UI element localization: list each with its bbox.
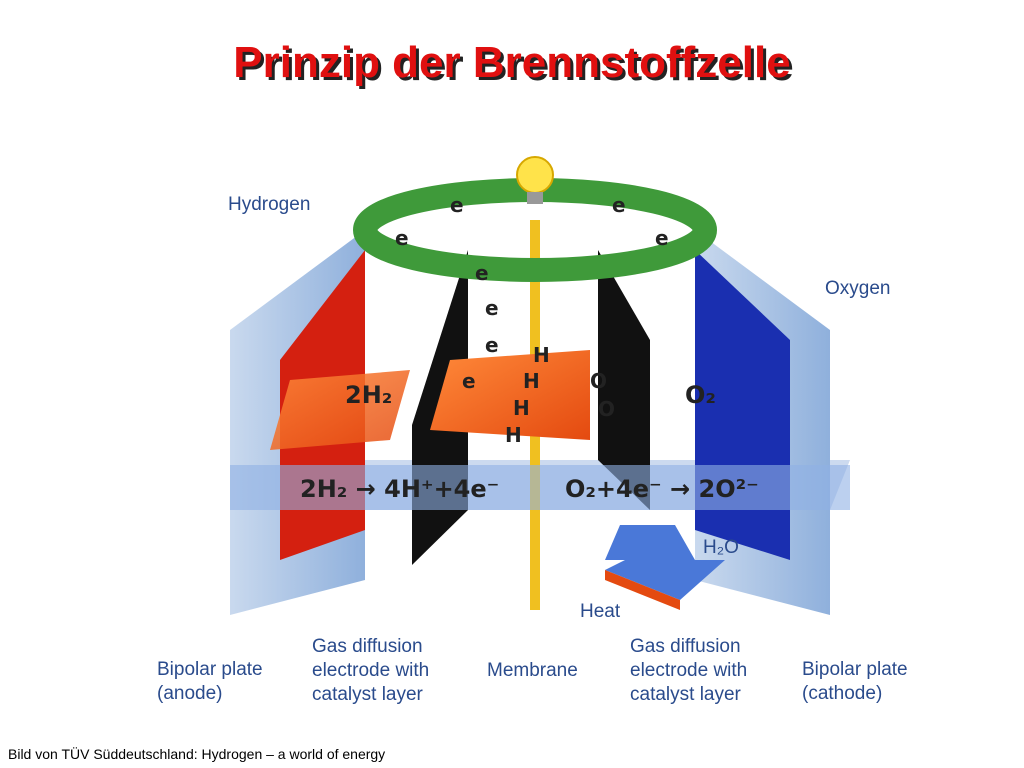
svg-text:O: O (590, 369, 607, 393)
cathode-gas-label: O₂ (685, 381, 716, 409)
svg-text:e: e (475, 261, 489, 285)
image-credit-caption: Bild von TÜV Süddeutschland: Hydrogen – … (8, 746, 386, 762)
light-bulb-icon (516, 156, 554, 204)
svg-text:e: e (612, 193, 626, 217)
heat-arrow-base (605, 570, 680, 610)
oxygen-label: Oxygen (825, 278, 890, 299)
page-title: Prinzip der Brennstoffzelle (233, 38, 791, 87)
anode-equation: 2H₂ → 4H⁺+4e⁻ (300, 475, 499, 503)
equation-band (230, 465, 850, 510)
svg-text:e: e (655, 226, 669, 250)
bipolar-anode-label-2: (anode) (157, 683, 223, 704)
gde-right-label-2: electrode with (630, 660, 747, 681)
water-heat-arrow (605, 525, 725, 600)
electrons: e e e e e e e e (395, 193, 669, 393)
membrane-label: Membrane (487, 660, 578, 681)
svg-text:e: e (450, 193, 464, 217)
gde-left-label-3: catalyst layer (312, 684, 424, 705)
cathode-equation: O₂+4e⁻ → 2O²⁻ (565, 475, 759, 503)
hydrogen-label: Hydrogen (228, 194, 310, 215)
gde-left-label-2: electrode with (312, 660, 429, 681)
bipolar-cathode-label-2: (cathode) (802, 683, 882, 704)
gde-right-label-1: Gas diffusion (630, 636, 741, 657)
svg-text:e: e (485, 296, 499, 320)
svg-text:H: H (505, 423, 522, 447)
gde-left-label-1: Gas diffusion (312, 636, 423, 657)
svg-text:O: O (598, 397, 615, 421)
bipolar-anode-label-1: Bipolar plate (157, 659, 263, 680)
water-label: H₂O (703, 537, 739, 558)
svg-text:H: H (523, 369, 540, 393)
svg-text:e: e (395, 226, 409, 250)
svg-text:e: e (462, 369, 476, 393)
oxygen-ions: O O (590, 369, 615, 421)
svg-text:H: H (513, 396, 530, 420)
anode-gas-zone (270, 370, 410, 450)
bottom-labels: Bipolar plate (anode) Gas diffusion elec… (157, 636, 908, 705)
gde-right-label-3: catalyst layer (630, 684, 742, 705)
reaction-zone (430, 350, 590, 440)
svg-text:e: e (485, 333, 499, 357)
anode-gas-label: 2H₂ (345, 381, 392, 409)
protons: H H H H (505, 343, 550, 447)
cathode-gas-diffusion-electrode (598, 250, 650, 510)
heat-label: Heat (580, 601, 621, 622)
bipolar-cathode-label-1: Bipolar plate (802, 659, 908, 680)
fuel-cell-diagram: e e e e e e e e H H H H O O 2H₂ O₂ 2H₂ →… (157, 156, 908, 705)
svg-text:H: H (533, 343, 550, 367)
